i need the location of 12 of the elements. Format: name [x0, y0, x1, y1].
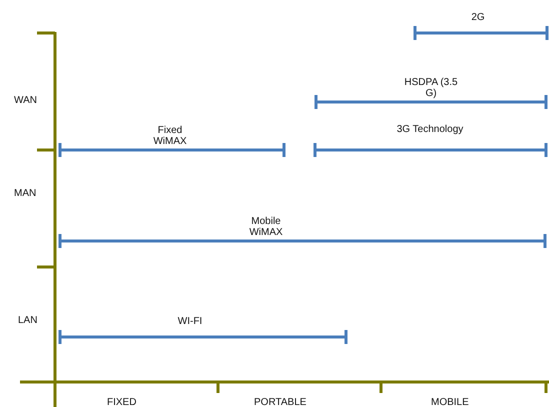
bar-label: Fixed WiMAX [152, 125, 188, 147]
axis-label: MOBILE [431, 397, 469, 407]
bar-label: 2G [470, 12, 486, 23]
bar-label: HSDPA (3.5 G) [403, 77, 459, 99]
axis-label: WAN [14, 95, 37, 106]
axis-label: MAN [14, 188, 36, 199]
bar-label: Mobile WiMAX [248, 216, 284, 238]
bar-label: 3G Technology [396, 124, 464, 135]
axis-label: LAN [18, 315, 38, 326]
bar-label: WI-FI [176, 316, 204, 327]
axis-label: PORTABLE [254, 397, 306, 407]
axis-label: FIXED [107, 397, 136, 407]
